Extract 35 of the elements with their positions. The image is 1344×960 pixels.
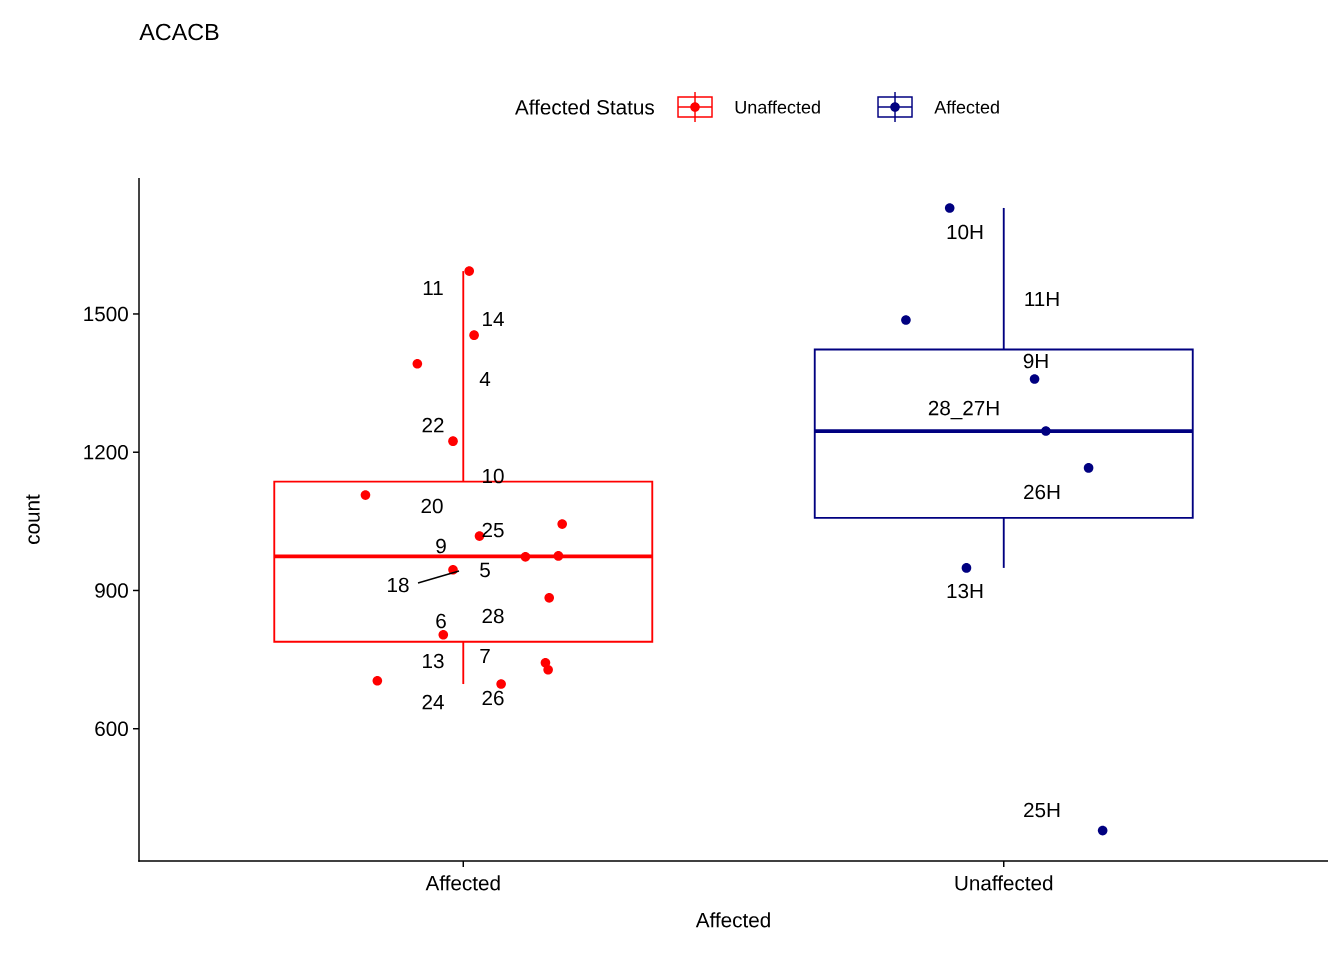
axis-title: count bbox=[26, 494, 40, 544]
point-label: 9 bbox=[436, 538, 446, 554]
tick-label: 900 bbox=[95, 583, 128, 598]
point-label: 7 bbox=[480, 648, 490, 664]
axis-title: Affected bbox=[695, 912, 770, 928]
tick-label: 1500 bbox=[84, 306, 128, 322]
legend-label: Unaffected bbox=[735, 100, 820, 114]
point-label: 6 bbox=[436, 613, 446, 629]
point-label: 25H bbox=[1024, 802, 1060, 818]
point-label: 28_27H bbox=[928, 400, 999, 420]
tick-label: Unaffected bbox=[955, 875, 1053, 891]
point-label: 11 bbox=[423, 280, 443, 296]
point-label: 26 bbox=[482, 690, 504, 706]
point-label: 11H bbox=[1025, 291, 1059, 307]
tick-label: Affected bbox=[425, 875, 500, 891]
point-label: 28 bbox=[482, 608, 504, 624]
point-label: 4 bbox=[479, 371, 491, 387]
point-label: 10H bbox=[947, 224, 983, 240]
point-label: 20 bbox=[421, 498, 443, 514]
point-label: 22 bbox=[422, 417, 444, 433]
tick-label: 600 bbox=[95, 721, 128, 737]
point-label: 26H bbox=[1024, 484, 1060, 500]
legend-title: Affected Status bbox=[515, 99, 654, 115]
chart-title: ACACB bbox=[139, 23, 219, 41]
point-label: 18 bbox=[388, 577, 409, 593]
point-label: 24 bbox=[422, 694, 444, 710]
point-label: 13 bbox=[423, 653, 444, 669]
point-label: 10 bbox=[483, 468, 504, 484]
point-label: 13H bbox=[947, 583, 983, 599]
legend-label: Affected bbox=[934, 100, 999, 114]
point-label: 5 bbox=[480, 562, 490, 578]
tick-label: 1200 bbox=[84, 444, 128, 460]
point-label: 25 bbox=[482, 522, 504, 538]
point-label: 14 bbox=[483, 311, 504, 327]
point-label: 9H bbox=[1023, 353, 1048, 369]
